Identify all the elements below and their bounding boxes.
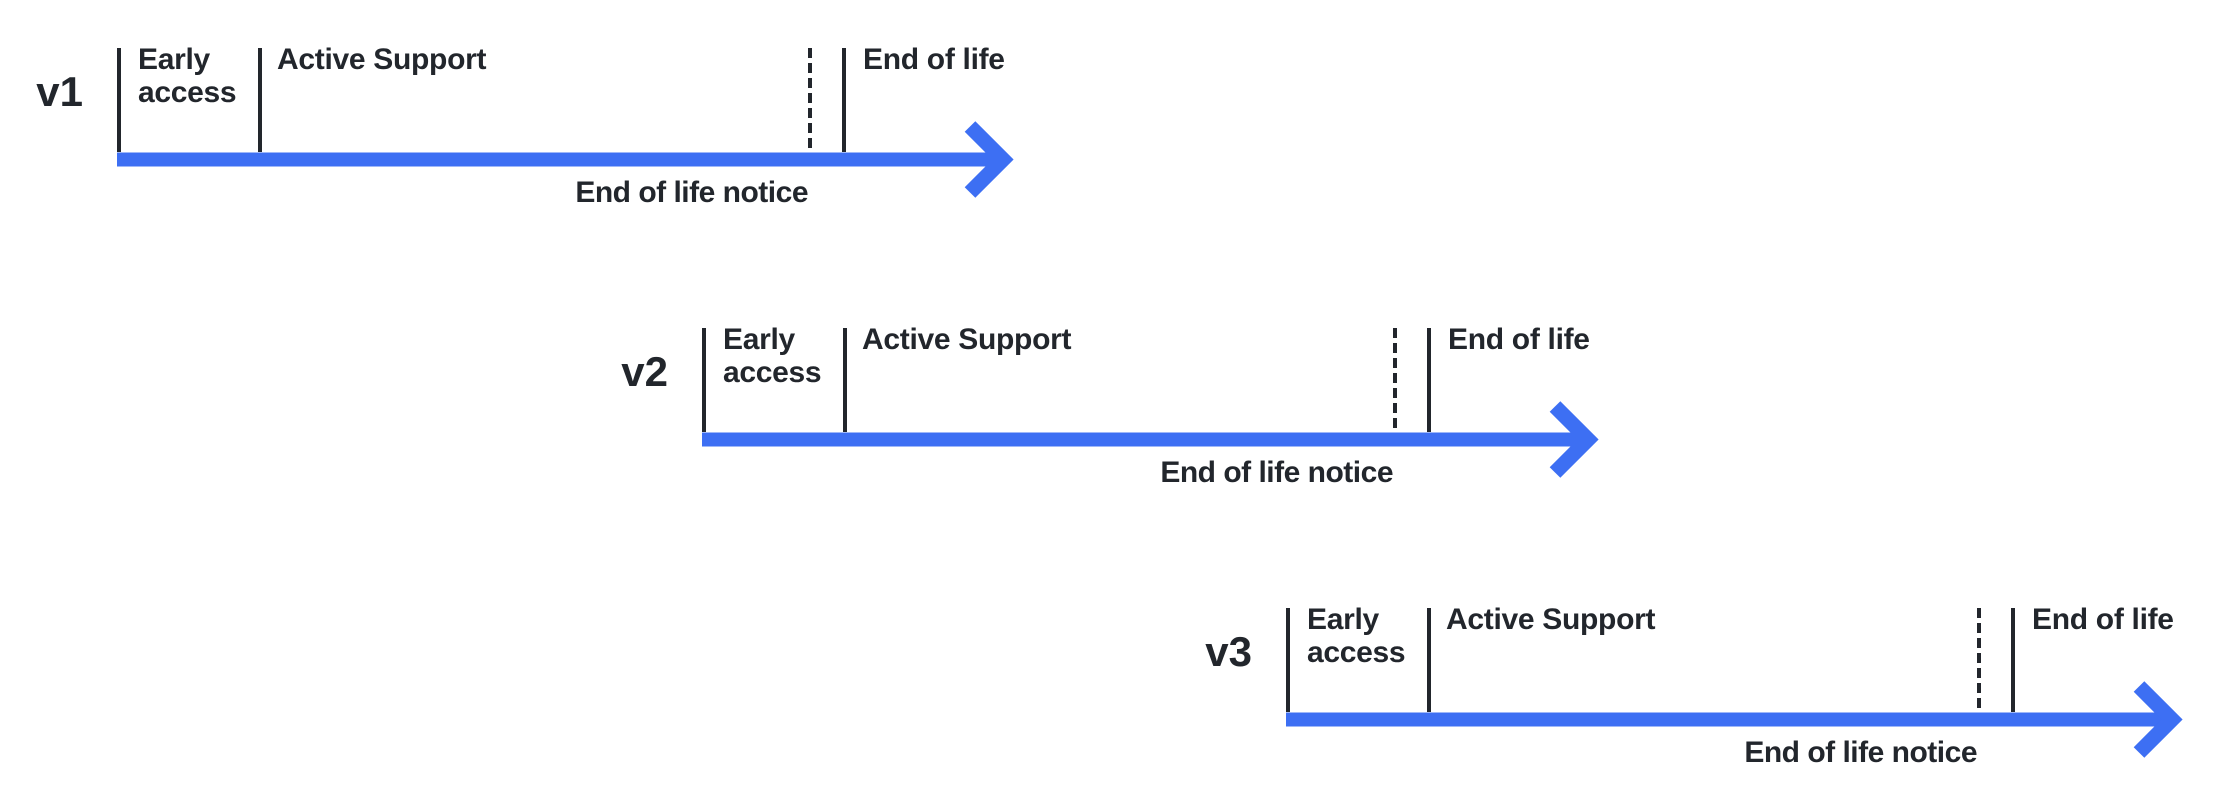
active-support-start-tick: [843, 328, 847, 432]
version-label: v1: [36, 68, 83, 115]
version-label: v3: [1205, 628, 1252, 675]
early-access-start-tick: [117, 48, 121, 152]
end-of-life-tick: [842, 48, 846, 152]
early-access-start-tick: [702, 328, 706, 432]
timeline-arrow: [702, 401, 1599, 478]
early-access-label: Early access: [1307, 603, 1406, 669]
end-of-life-notice-dashed-tick: [1977, 608, 1981, 712]
end-of-life-notice-label: End of life notice: [1160, 456, 1393, 489]
active-support-label: Active Support: [277, 43, 487, 76]
end-of-life-notice-label: End of life notice: [575, 176, 808, 209]
active-support-label: Active Support: [1446, 603, 1656, 636]
arrow-head-icon: [1549, 401, 1599, 478]
arrow-head-icon: [964, 121, 1014, 198]
timeline-v3: v3 Early access Active Support End of li…: [1205, 603, 2183, 769]
early-access-label: Early access: [138, 43, 237, 109]
end-of-life-label: End of life: [863, 43, 1005, 76]
timeline-v1: v1 Early access Active Support End of li…: [36, 43, 1014, 209]
end-of-life-tick: [1427, 328, 1431, 432]
end-of-life-notice-dashed-tick: [1393, 328, 1397, 432]
version-label: v2: [621, 348, 668, 395]
early-access-label: Early access: [723, 323, 822, 389]
arrow-head-icon: [2133, 681, 2183, 758]
timeline-arrow: [1286, 681, 2183, 758]
active-support-start-tick: [1427, 608, 1431, 712]
end-of-life-tick: [2011, 608, 2015, 712]
active-support-label: Active Support: [862, 323, 1072, 356]
end-of-life-notice-dashed-tick: [808, 48, 812, 152]
end-of-life-label: End of life: [2032, 603, 2174, 636]
timeline-v2: v2 Early access Active Support End of li…: [621, 323, 1599, 489]
end-of-life-label: End of life: [1448, 323, 1590, 356]
early-access-start-tick: [1286, 608, 1290, 712]
active-support-start-tick: [258, 48, 262, 152]
timeline-arrow: [117, 121, 1014, 198]
end-of-life-notice-label: End of life notice: [1744, 736, 1977, 769]
